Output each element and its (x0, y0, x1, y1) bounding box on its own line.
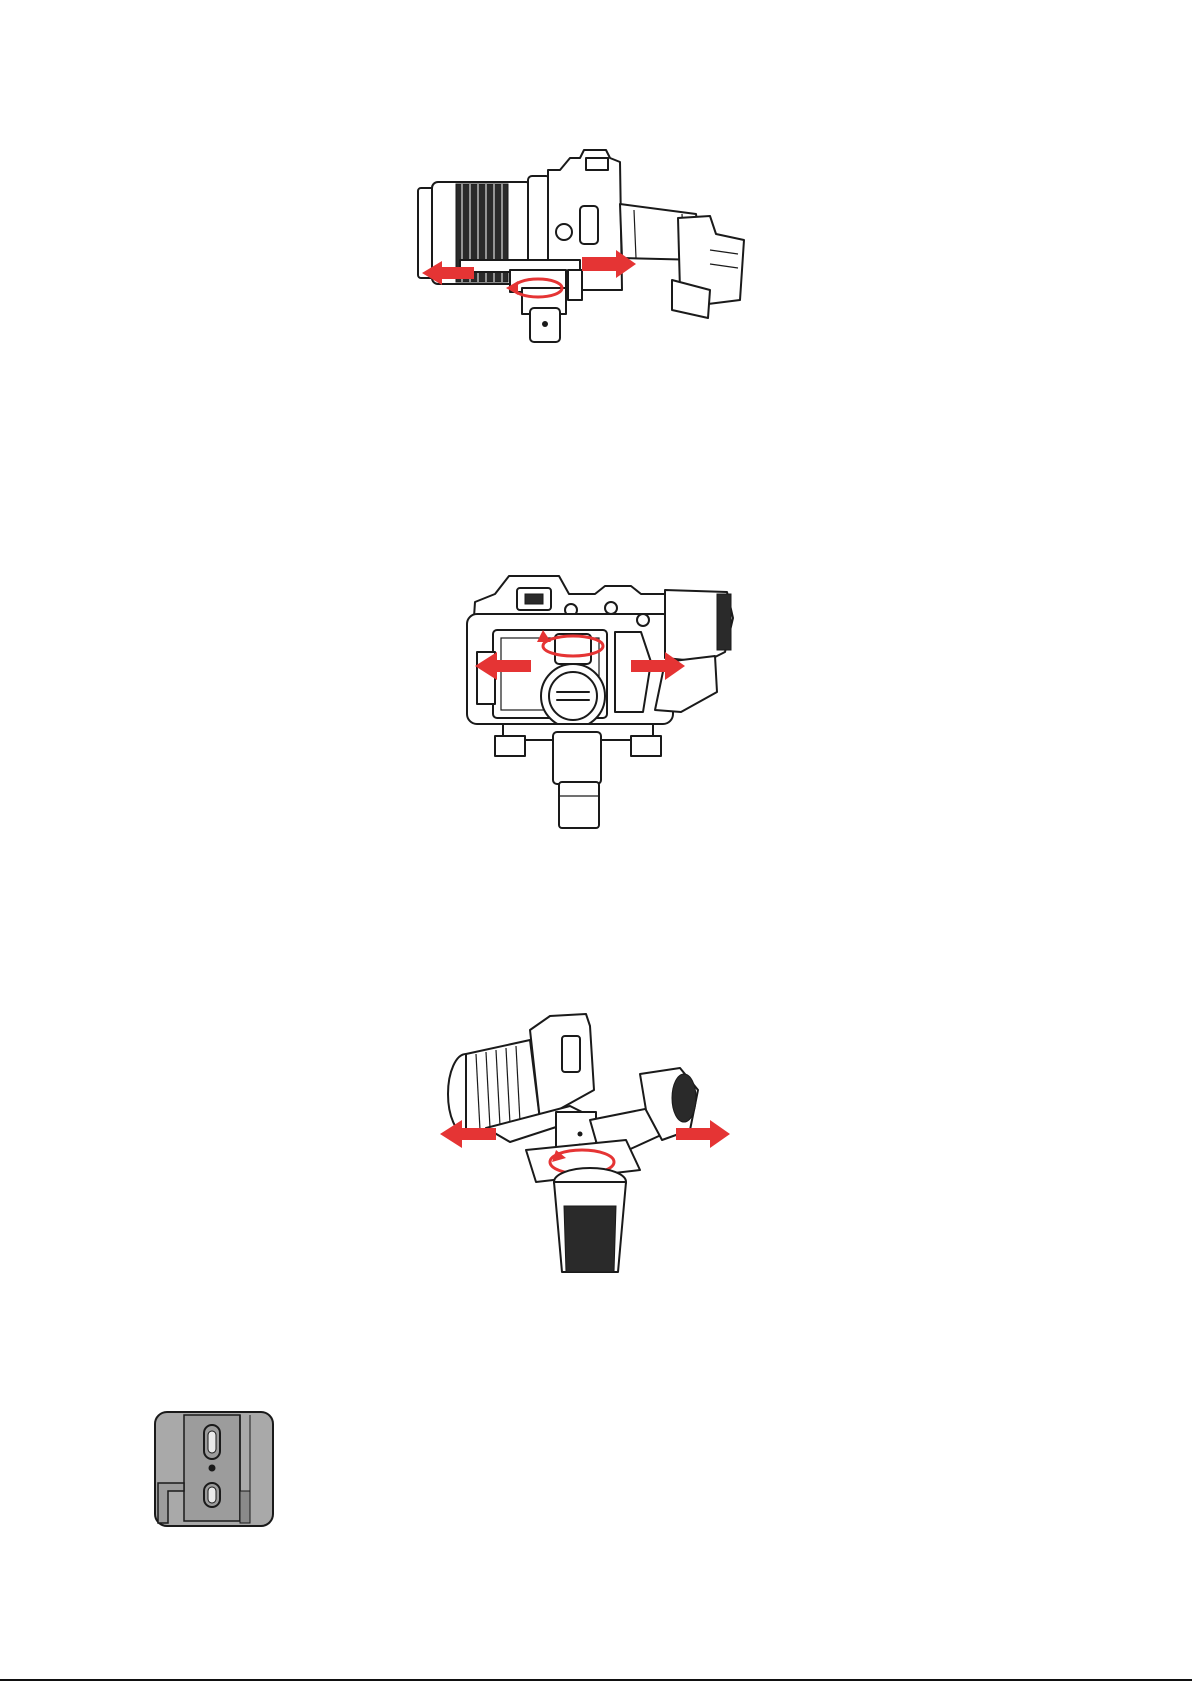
camera-side-port (580, 206, 598, 244)
figure-plate-detail (154, 1411, 274, 1527)
stem-screw-icon (542, 321, 548, 327)
handle-grip (564, 1206, 616, 1272)
roll-motor-cap (717, 594, 731, 650)
plate-edge-right (240, 1491, 250, 1523)
roll-motor-cap-angled (672, 1074, 696, 1122)
plate-clamp-right (631, 736, 661, 756)
plate-screw-hole (209, 1465, 216, 1472)
figure-side-view (410, 140, 760, 360)
rear-dial (605, 602, 617, 614)
page-bottom-rule (0, 1679, 1192, 1681)
camera-hotshoe (586, 158, 608, 170)
plate-lock-knob (568, 270, 582, 300)
tilt-motor-top (555, 634, 591, 664)
mounting-plate-detail-icon (154, 1411, 274, 1527)
figure-rear-view (455, 572, 745, 832)
camera-strap-lug (556, 224, 572, 240)
viewfinder-window (525, 594, 543, 604)
plate-clamp-left (495, 736, 525, 756)
top-button (637, 614, 649, 626)
gimbal-rear-view-balance-icon (455, 572, 745, 832)
tilt-knob-inner (549, 672, 597, 720)
tilt-base-rear (553, 732, 601, 784)
camera-side-port (562, 1036, 580, 1072)
figure-angled-view (440, 1010, 750, 1280)
gimbal-angled-view-balance-icon (440, 1010, 750, 1280)
handle-rear (559, 782, 599, 828)
gimbal-side-view-balance-icon (410, 140, 760, 360)
slot-highlight (208, 1431, 216, 1453)
